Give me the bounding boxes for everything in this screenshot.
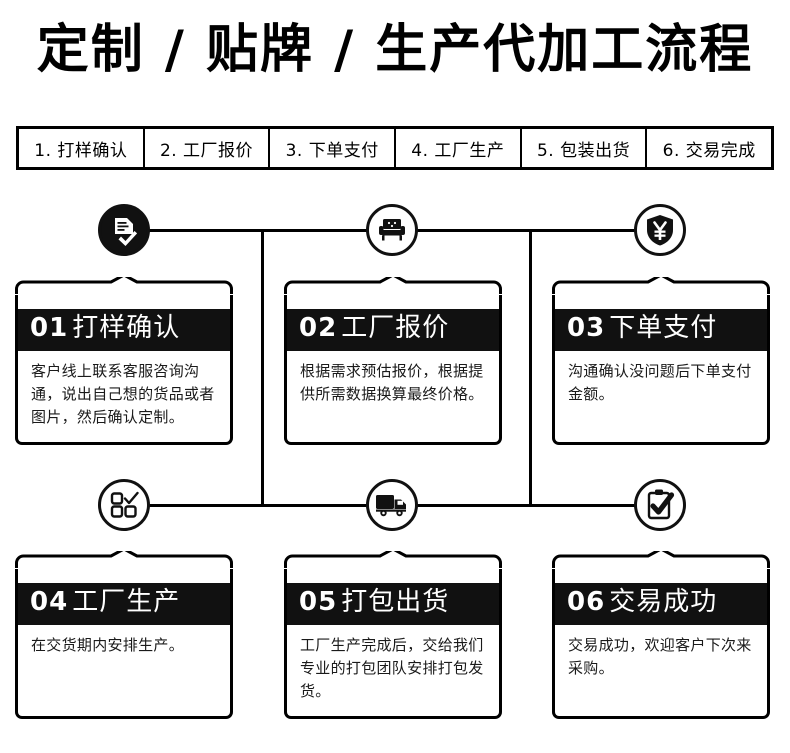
card-title: 交易成功 (609, 587, 718, 617)
tab-step-5[interactable]: 5. 包装出货 (522, 129, 648, 167)
tab-step-3[interactable]: 3. 下单支付 (270, 129, 397, 167)
card-number: 03 (567, 313, 606, 343)
card-white-strip (287, 569, 499, 583)
card-pointer-notch (284, 277, 502, 295)
card-number: 06 (567, 587, 606, 617)
page-title: 定制 / 贴牌 / 生产代加工流程 (36, 20, 754, 80)
card-number: 05 (299, 587, 338, 617)
grid-check-icon (98, 479, 150, 531)
tab-step-4[interactable]: 4. 工厂生产 (396, 129, 522, 167)
card-pointer-notch (552, 551, 770, 569)
card-text-01: 客户线上联系客服咨询沟通，说出自己想的货品或者图片，然后确认定制。 (31, 361, 215, 427)
card-title: 工厂报价 (341, 313, 450, 343)
card-white-strip (18, 295, 230, 309)
card-number: 01 (30, 313, 69, 343)
card-title: 打样确认 (72, 313, 181, 343)
connector-line-vertical-right (529, 229, 532, 507)
tab-step-2[interactable]: 2. 工厂报价 (145, 129, 271, 167)
sofa-icon (366, 204, 418, 256)
connector-line-vertical-left (261, 229, 264, 507)
card-white-strip (555, 569, 767, 583)
card-text-04: 在交货期内安排生产。 (31, 635, 185, 654)
clipboard-check-icon (634, 479, 686, 531)
card-white-strip (18, 569, 230, 583)
card-title: 打包出货 (341, 587, 450, 617)
card-text-03: 沟通确认没问题后下单支付金额。 (568, 361, 752, 404)
card-title: 工厂生产 (72, 587, 181, 617)
card-text-05: 工厂生产完成后，交给我们专业的打包团队安排打包发货。 (300, 635, 484, 701)
card-number: 02 (299, 313, 338, 343)
card-text-06: 交易成功，欢迎客户下次来采购。 (568, 635, 752, 678)
card-white-strip (287, 295, 499, 309)
card-pointer-notch (552, 277, 770, 295)
card-title: 下单支付 (609, 313, 718, 343)
document-check-icon (98, 204, 150, 256)
shield-yuan-icon (634, 204, 686, 256)
tab-step-6[interactable]: 6. 交易完成 (662, 140, 756, 161)
card-text-02: 根据需求预估报价，根据提供所需数据换算最终价格。 (300, 361, 484, 404)
card-pointer-notch (15, 277, 233, 295)
card-pointer-notch (284, 551, 502, 569)
card-number: 04 (30, 587, 69, 617)
step-tabbar: 1. 打样确认 2. 工厂报价 3. 下单支付 4. 工厂生产 5. 包装出货 … (16, 126, 774, 170)
card-white-strip (555, 295, 767, 309)
card-pointer-notch (15, 551, 233, 569)
delivery-truck-icon (366, 479, 418, 531)
tab-step-1[interactable]: 1. 打样确认 (19, 129, 145, 167)
